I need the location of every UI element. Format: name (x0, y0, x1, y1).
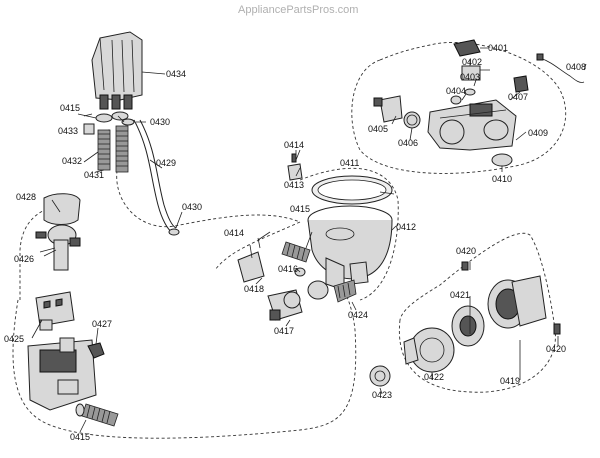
watermark: AppliancePartsPros.com (238, 4, 358, 16)
label-0409: 0409 (528, 128, 548, 138)
heater-assembly-outline (351, 42, 567, 174)
label-0432: 0432 (62, 156, 82, 166)
label-0410: 0410 (492, 174, 512, 184)
label-0415-mid: 0415 (290, 204, 310, 214)
label-0403: 0403 (460, 72, 480, 82)
part-0407-relay (513, 75, 529, 93)
label-0411: 0411 (340, 158, 359, 168)
label-0401: 0401 (488, 43, 508, 53)
label-0434: 0434 (166, 69, 186, 79)
part-0425-base (27, 291, 97, 411)
label-0423: 0423 (372, 390, 392, 400)
part-0418-bracket (237, 244, 265, 283)
part-0420-clip-right (553, 323, 561, 335)
part-0410-clamp (491, 153, 513, 167)
pump-assembly-outline (398, 232, 556, 393)
part-0415-hose-bottom (75, 403, 119, 427)
part-0428-cap (43, 193, 81, 225)
label-0420-right: 0420 (546, 344, 566, 354)
label-0424: 0424 (348, 310, 368, 320)
part-0412-sump (307, 205, 393, 291)
part-0404-oring (450, 95, 462, 105)
label-0412: 0412 (396, 222, 416, 232)
part-0430-clamp (168, 228, 180, 236)
part-0424-seal (307, 279, 357, 303)
label-0421: 0421 (450, 290, 470, 300)
label-0418: 0418 (244, 284, 264, 294)
label-0433: 0433 (58, 126, 78, 136)
label-0420-top: 0420 (456, 246, 476, 256)
label-0417: 0417 (274, 326, 294, 336)
part-0422-volute (403, 327, 455, 373)
part-0408-wire (536, 53, 585, 83)
label-0430-mid: 0430 (182, 202, 202, 212)
label-0431: 0431 (84, 170, 104, 180)
part-0401-cover (453, 39, 481, 57)
part-0434-bracket (91, 31, 166, 110)
part-0429-hose (133, 119, 177, 233)
part-0409-heater-pump (427, 99, 517, 151)
part-0417-drain-pump (267, 289, 303, 321)
label-0407: 0407 (508, 92, 528, 102)
label-0413: 0413 (284, 180, 304, 190)
label-0414-left: 0414 (224, 228, 244, 238)
part-0420-clip-top (461, 261, 469, 271)
label-0405: 0405 (368, 124, 388, 134)
part-0411-filter-ring (311, 175, 393, 205)
label-0428: 0428 (16, 192, 36, 202)
label-0426: 0426 (14, 254, 34, 264)
part-0421-impeller (451, 305, 485, 347)
label-0415-top: 0415 (60, 103, 80, 113)
label-0404: 0404 (446, 86, 466, 96)
label-0416: 0416 (278, 264, 298, 274)
part-0423-seal (369, 365, 391, 387)
hose-route-dashed (12, 164, 357, 439)
part-0419-motor (487, 275, 547, 329)
leader-lines (31, 47, 587, 433)
label-0427: 0427 (92, 319, 112, 329)
label-0429: 0429 (156, 158, 176, 168)
label-0415-bottom: 0415 (70, 432, 90, 442)
label-0414-top: 0414 (284, 140, 304, 150)
label-0430-top: 0430 (150, 117, 170, 127)
part-0415-hose-mid (281, 241, 311, 263)
part-labels: 0401 0402 0403 0404 0405 0406 0407 0408 … (4, 43, 586, 442)
label-0425: 0425 (4, 334, 24, 344)
part-0426-valve (35, 224, 81, 271)
label-0402: 0402 (462, 57, 482, 67)
part-0406-seal (403, 111, 421, 129)
label-0422: 0422 (424, 372, 444, 382)
part-0402-pressure-switch (461, 60, 481, 81)
label-0419: 0419 (500, 376, 520, 386)
part-0405-connector (373, 95, 403, 123)
label-0408: 0408 (566, 62, 586, 72)
part-0432-hose (83, 111, 135, 173)
label-0406: 0406 (398, 138, 418, 148)
part-0403-oring (464, 88, 476, 96)
part-0413-sensor (287, 153, 303, 181)
